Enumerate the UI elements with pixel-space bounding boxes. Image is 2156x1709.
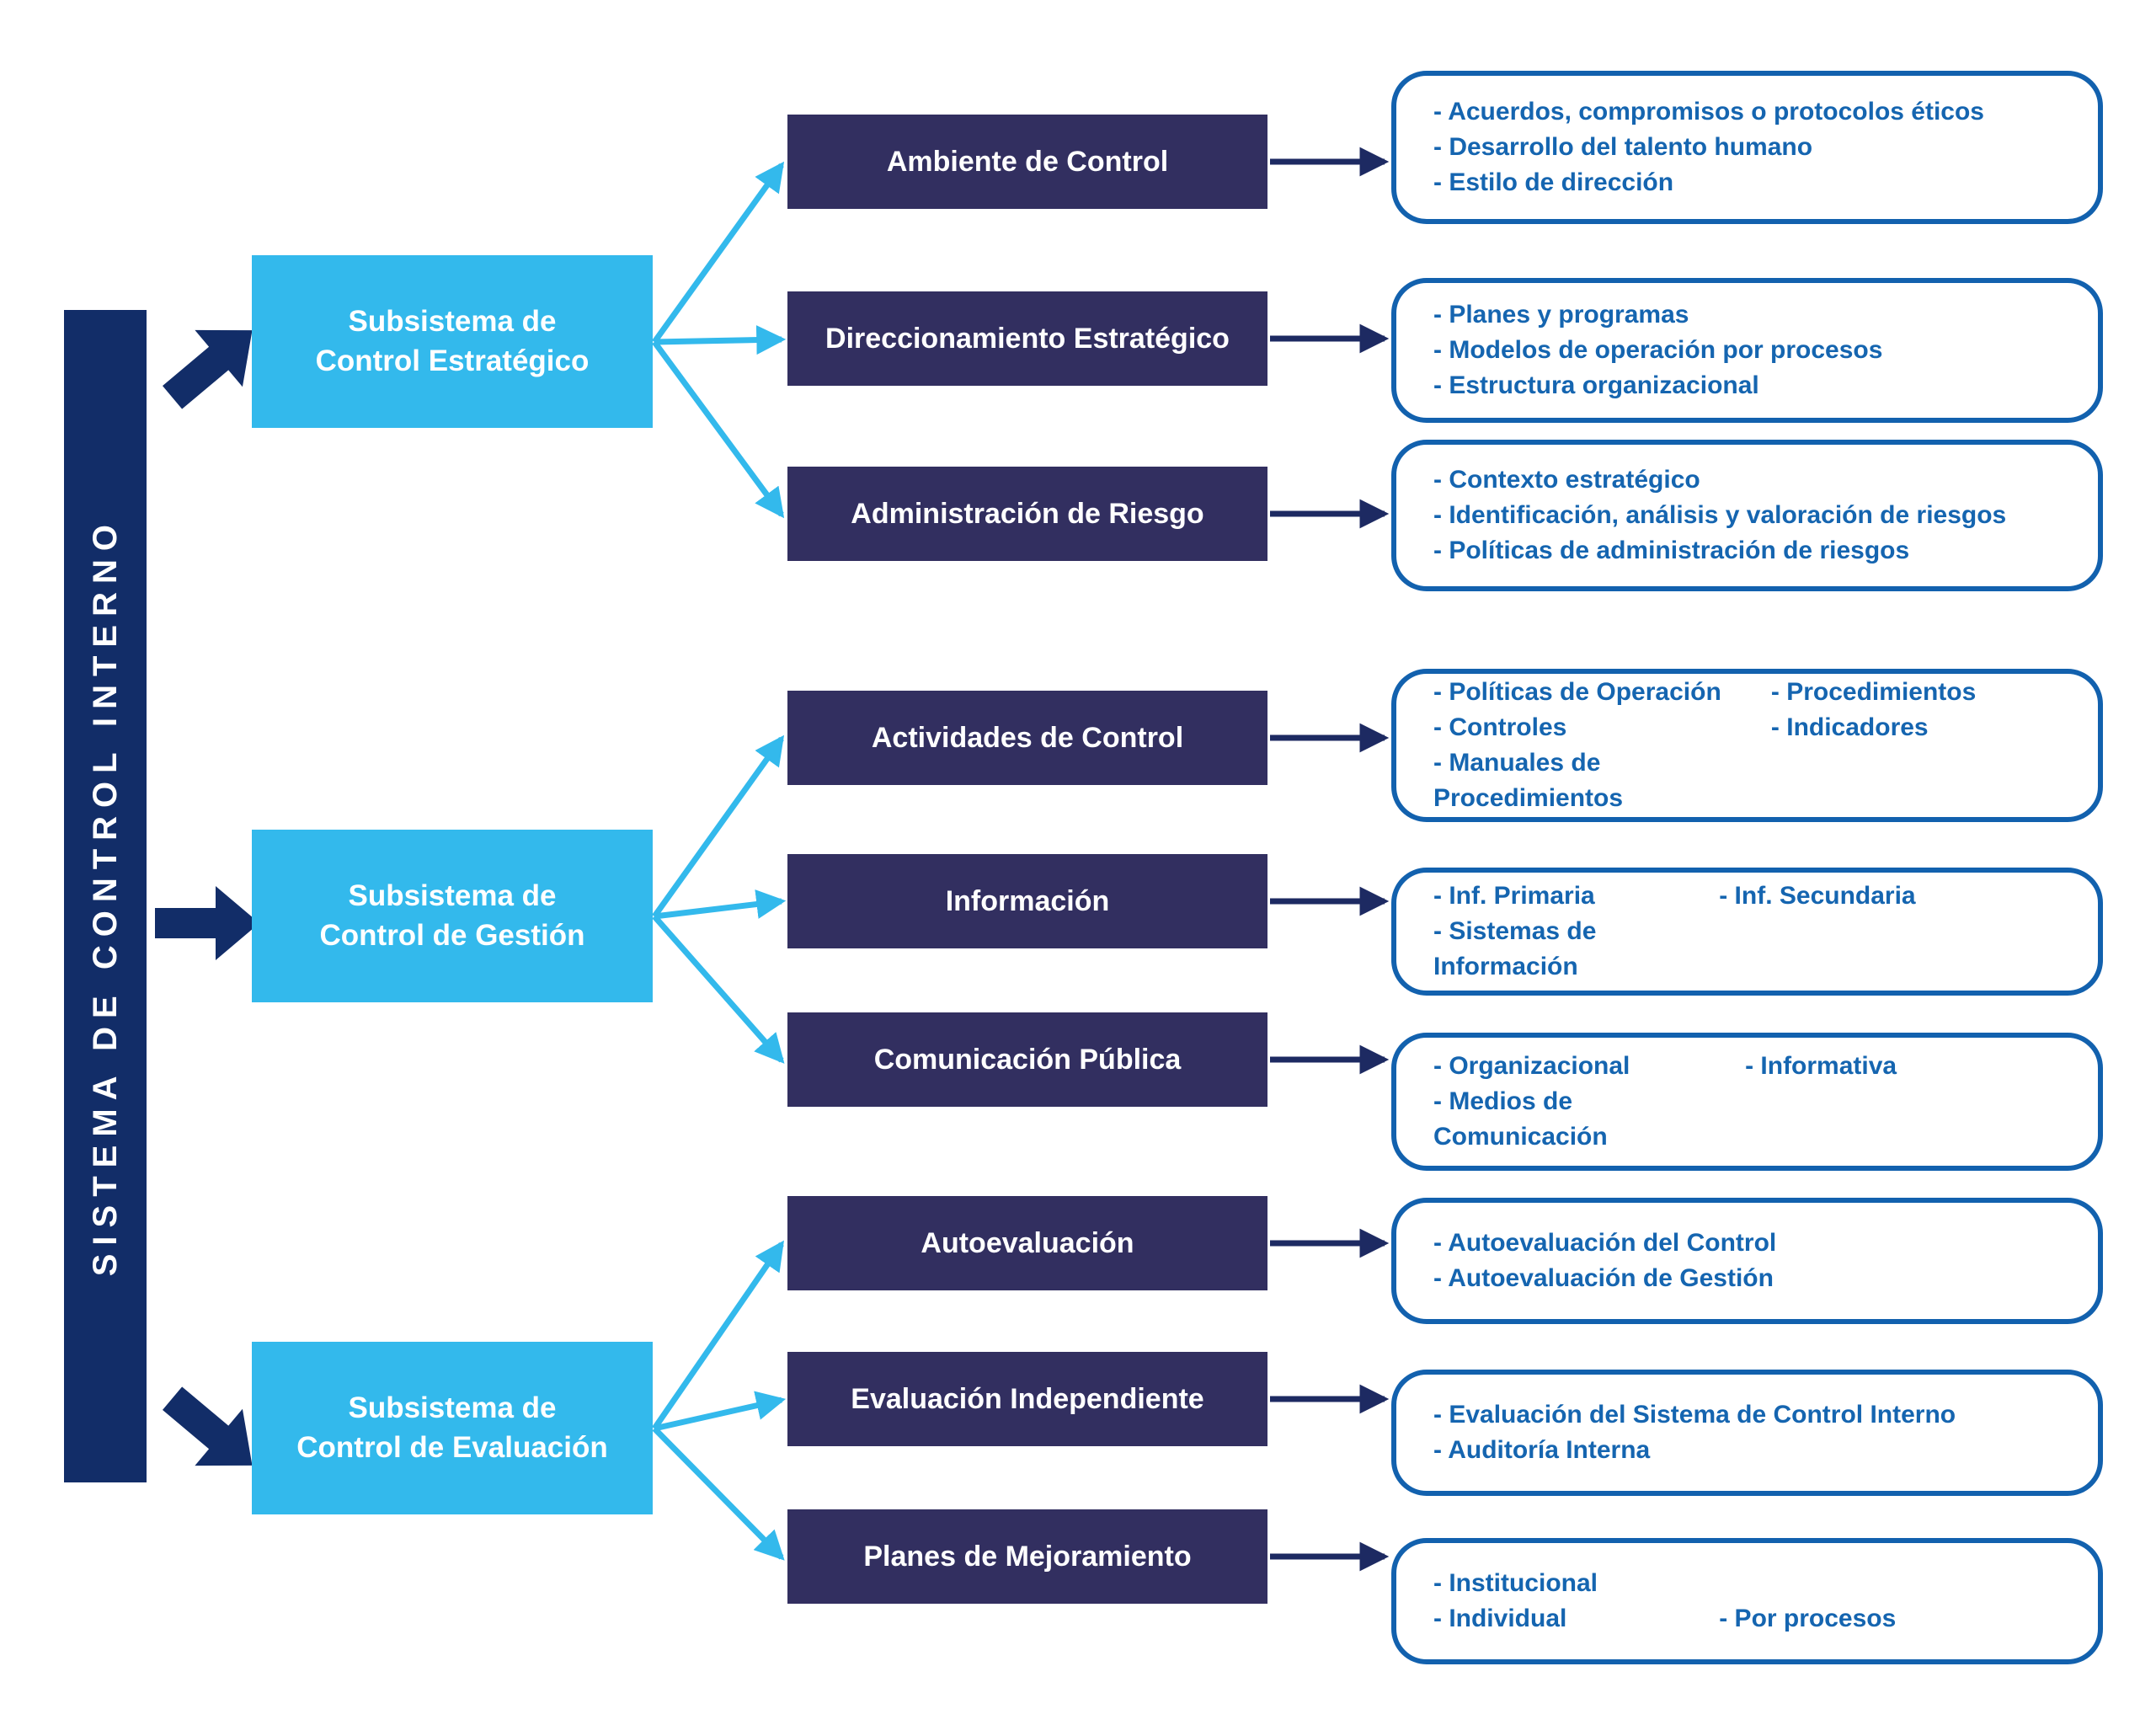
- detail-item: - Estructura organizacional: [1433, 371, 1759, 399]
- component-label: Información: [945, 884, 1110, 917]
- details-ambiente-de-control: - Acuerdos, compromisos o protocolos éti…: [1391, 71, 2103, 224]
- details-direccionamiento-estrategico: - Planes y programas - Modelos de operac…: [1391, 278, 2103, 423]
- detail-item: - Controles: [1433, 713, 1567, 741]
- component-informacion: Información: [787, 854, 1267, 948]
- component-label: Ambiente de Control: [886, 145, 1169, 178]
- detail-item: - Medios de Comunicación: [1433, 1087, 1608, 1151]
- system-title-bar: SISTEMA DE CONTROL INTERNO: [64, 310, 147, 1482]
- detail-item: - Por procesos: [1719, 1605, 1897, 1632]
- component-evaluacion-independiente: Evaluación Independiente: [787, 1352, 1267, 1446]
- detail-item: - Políticas de administración de riesgos: [1433, 537, 1910, 564]
- detail-item: - Sistemas de Información: [1433, 917, 1597, 980]
- detail-item: - Planes y programas: [1433, 301, 1689, 328]
- detail-item: - Contexto estratégico: [1433, 466, 1700, 494]
- subsystem-label-line1: Subsistema de: [348, 1391, 557, 1425]
- subsystem-label-line1: Subsistema de: [348, 879, 557, 913]
- arrow-down-right-icon: [162, 1386, 253, 1466]
- component-label: Direccionamiento Estratégico: [825, 322, 1230, 355]
- subsystem-label-line2: Control de Evaluación: [296, 1430, 608, 1464]
- detail-item: - Desarrollo del talento humano: [1433, 133, 1813, 161]
- detail-item: - Inf. Primaria: [1433, 882, 1595, 910]
- detail-item: - Autoevaluación de Gestión: [1433, 1264, 1774, 1292]
- detail-item: - Individual: [1433, 1605, 1567, 1632]
- subsystem-label-line2: Control Estratégico: [315, 344, 590, 377]
- detail-item: - Evaluación del Sistema de Control Inte…: [1433, 1401, 1956, 1429]
- component-direccionamiento-estrategico: Direccionamiento Estratégico: [787, 291, 1267, 386]
- component-label: Evaluación Independiente: [851, 1382, 1204, 1415]
- detail-item: - Inf. Secundaria: [1719, 882, 1916, 910]
- component-label: Autoevaluación: [921, 1226, 1134, 1259]
- arrow-up-right-icon: [162, 329, 253, 409]
- subsystem-label-line1: Subsistema de: [348, 305, 557, 339]
- details-informacion: - Inf. Primaria - Sistemas de Informació…: [1391, 868, 2103, 996]
- detail-item: - Organizacional: [1433, 1052, 1630, 1080]
- detail-item: - Modelos de operación por procesos: [1433, 336, 1883, 364]
- detail-item: - Auditoría Interna: [1433, 1436, 1651, 1464]
- details-evaluacion-independiente: - Evaluación del Sistema de Control Inte…: [1391, 1370, 2103, 1496]
- component-label: Comunicación Pública: [873, 1043, 1182, 1076]
- details-comunicacion-publica: - Organizacional - Medios de Comunicació…: [1391, 1033, 2103, 1171]
- component-label: Administración de Riesgo: [851, 497, 1204, 530]
- system-title: SISTEMA DE CONTROL INTERNO: [86, 515, 124, 1277]
- subsystem-control-estrategico: Subsistema de Control Estratégico: [252, 255, 653, 428]
- details-planes-de-mejoramiento: - Institucional - Individual - Por proce…: [1391, 1538, 2103, 1664]
- component-comunicacion-publica: Comunicación Pública: [787, 1012, 1267, 1107]
- subsystem-control-de-evaluacion: Subsistema de Control de Evaluación: [252, 1342, 653, 1514]
- detail-item: - Autoevaluación del Control: [1433, 1229, 1777, 1257]
- detail-item: - Informativa: [1745, 1052, 1897, 1080]
- arrow-right-icon: [155, 886, 259, 960]
- detail-item: - Políticas de Operación: [1433, 678, 1721, 706]
- detail-item: - Acuerdos, compromisos o protocolos éti…: [1433, 98, 1984, 126]
- detail-item: - Indicadores: [1770, 713, 1929, 741]
- detail-item: - Procedimientos: [1770, 678, 1977, 706]
- subsystem-label-line2: Control de Gestión: [319, 918, 585, 952]
- detail-item: - Identificación, análisis y valoración …: [1433, 501, 2007, 529]
- details-administracion-de-riesgo: - Contexto estratégico - Identificación,…: [1391, 440, 2103, 591]
- subsystem-control-de-gestion: Subsistema de Control de Gestión: [252, 830, 653, 1002]
- detail-item: - Institucional: [1433, 1569, 1598, 1597]
- component-label: Planes de Mejoramiento: [863, 1540, 1192, 1573]
- details-autoevaluacion: - Autoevaluación del Control - Autoevalu…: [1391, 1198, 2103, 1324]
- component-administracion-de-riesgo: Administración de Riesgo: [787, 467, 1267, 561]
- component-autoevaluacion: Autoevaluación: [787, 1196, 1267, 1290]
- component-ambiente-de-control: Ambiente de Control: [787, 115, 1267, 209]
- component-label: Actividades de Control: [871, 721, 1184, 754]
- detail-item: - Estilo de dirección: [1433, 168, 1674, 196]
- detail-item: - Manuales de Procedimientos: [1433, 749, 1624, 812]
- component-planes-de-mejoramiento: Planes de Mejoramiento: [787, 1509, 1267, 1604]
- details-actividades-de-control: - Políticas de Operación - Controles - M…: [1391, 669, 2103, 822]
- component-actividades-de-control: Actividades de Control: [787, 691, 1267, 785]
